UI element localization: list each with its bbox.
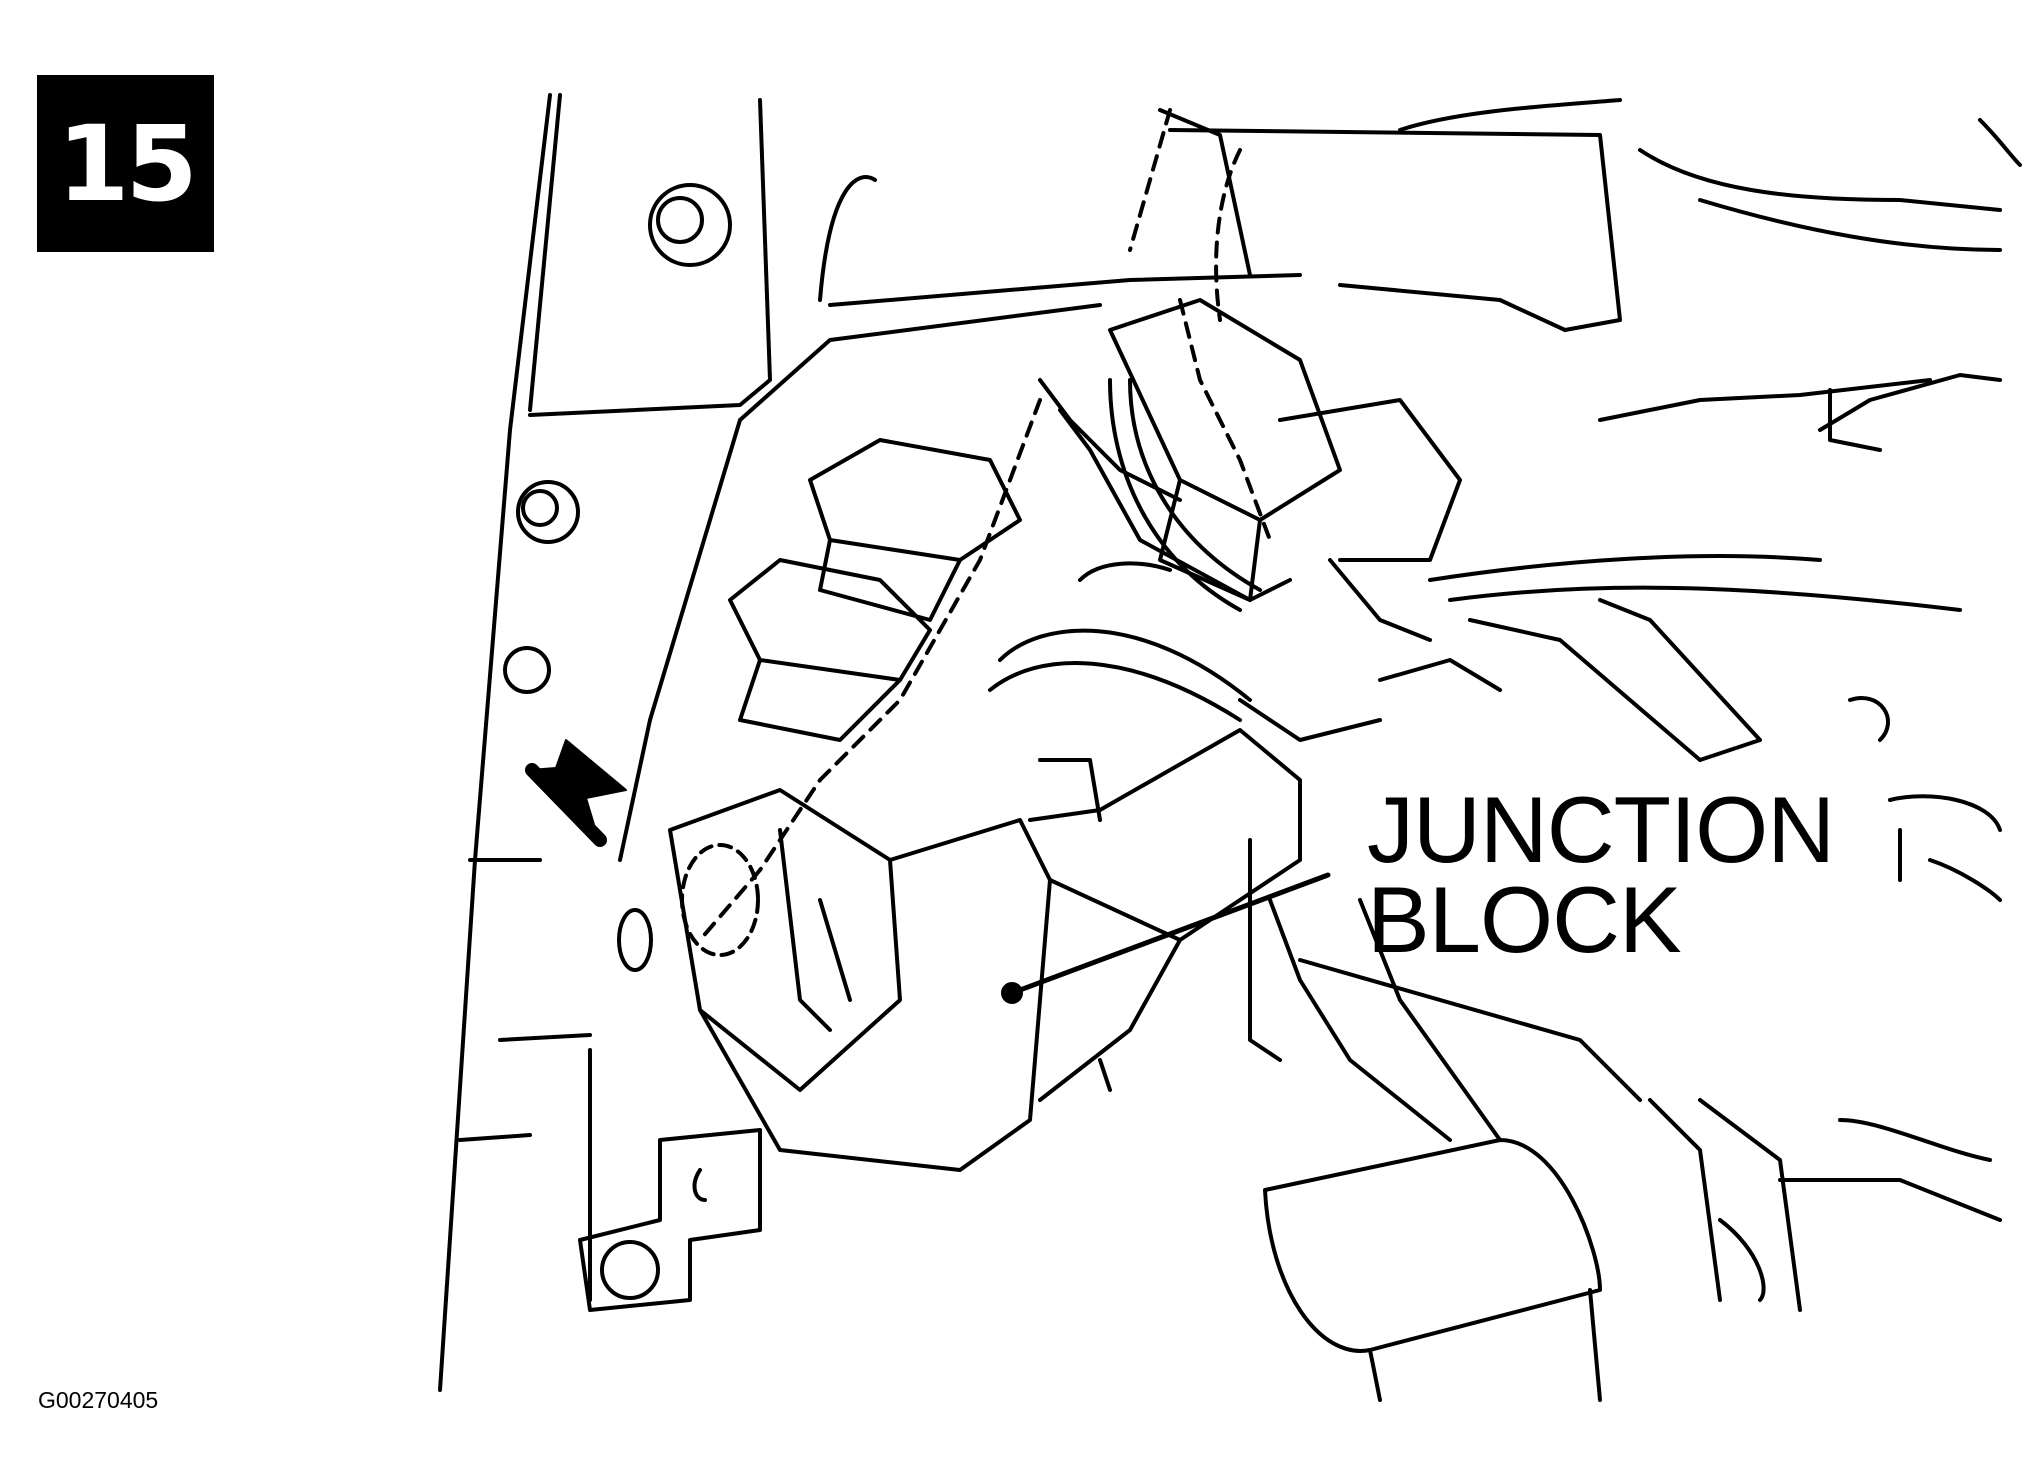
callout-leader-line xyxy=(1009,872,1331,996)
callout-label: JUNCTION BLOCK xyxy=(1367,777,1835,972)
arrow-pointer-icon xyxy=(525,739,627,847)
wire-harness xyxy=(988,378,1502,742)
pedal-linkage xyxy=(1648,1098,2002,1312)
junction-block xyxy=(668,728,1302,1172)
mounting-bracket xyxy=(578,1128,762,1312)
figure-id: G00270405 xyxy=(38,1387,159,1413)
panel-bolts xyxy=(503,183,732,972)
step-number-badge: 15 xyxy=(37,75,214,252)
electrical-connectors xyxy=(698,108,1462,942)
brake-pedal xyxy=(1263,898,1642,1402)
callout-label-line2: BLOCK xyxy=(1367,867,1682,972)
callout-label-line1: JUNCTION xyxy=(1367,777,1835,882)
dash-lower-trim xyxy=(618,98,2022,902)
left-panel-outline xyxy=(438,93,772,1392)
step-number: 15 xyxy=(57,102,198,225)
